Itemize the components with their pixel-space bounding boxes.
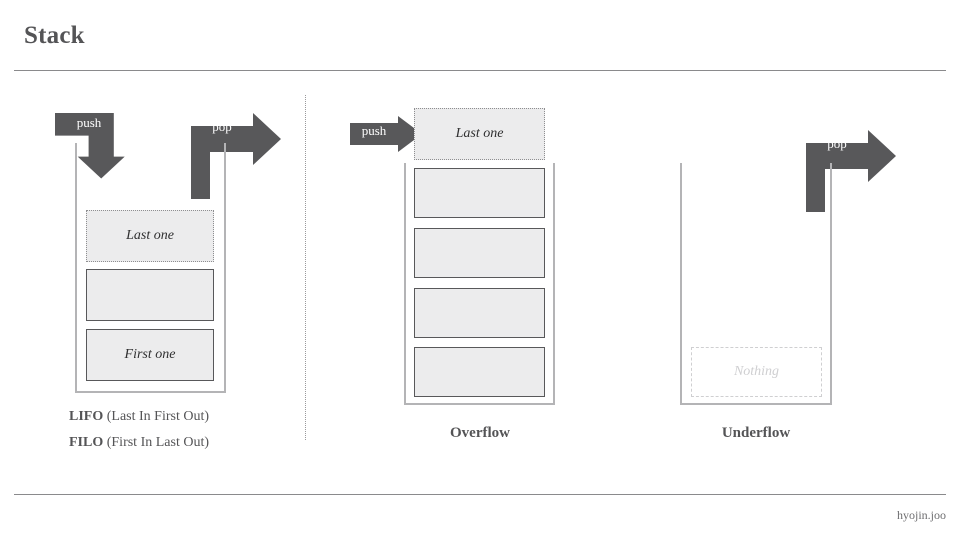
stack-right-wall <box>224 143 226 393</box>
underflow-pop-arrow-up-right-icon <box>806 130 896 212</box>
underflow-left-wall <box>680 163 682 405</box>
stack-cell-middle[interactable] <box>86 269 214 321</box>
stack-cell-bottom-label: First one <box>124 347 176 362</box>
underflow-empty-cell-label: Nothing <box>733 364 780 379</box>
overflow-cell-outside[interactable]: Last one <box>414 108 545 160</box>
overflow-push-arrow-right-icon <box>350 116 422 152</box>
overflow-cell-outside-label: Last one <box>455 126 504 141</box>
overflow-cell-2[interactable] <box>414 228 545 278</box>
note-filo-acronym: FILO <box>69 435 104 450</box>
panel-divider <box>305 95 306 440</box>
underflow-right-wall <box>830 163 832 405</box>
note-lifo: LIFO (Last In First Out) <box>69 409 209 425</box>
stack-bottom-wall <box>75 391 226 393</box>
stack-cell-bottom[interactable]: First one <box>86 329 214 381</box>
note-lifo-acronym: LIFO <box>69 409 104 424</box>
note-filo: FILO (First In Last Out) <box>69 435 209 451</box>
overflow-left-wall <box>404 163 406 405</box>
overflow-cell-4[interactable] <box>414 347 545 397</box>
page-title: Stack <box>24 22 85 49</box>
underflow-empty-cell[interactable]: Nothing <box>691 347 822 397</box>
stack-cell-top-label: Last one <box>126 228 174 243</box>
overflow-right-wall <box>553 163 555 405</box>
note-lifo-expansion: (Last In First Out) <box>106 409 209 424</box>
overflow-caption: Overflow <box>450 425 510 441</box>
overflow-cell-1[interactable] <box>414 168 545 218</box>
footer-attribution: hyojin.joo <box>896 508 946 522</box>
overflow-cell-3[interactable] <box>414 288 545 338</box>
header-divider <box>14 70 946 71</box>
underflow-bottom-wall <box>680 403 832 405</box>
push-arrow-down-icon <box>55 113 125 179</box>
footer-divider <box>14 494 946 495</box>
overflow-bottom-wall <box>404 403 555 405</box>
stack-cell-top[interactable]: Last one <box>86 210 214 262</box>
stack-left-wall <box>75 143 77 393</box>
note-filo-expansion: (First In Last Out) <box>106 435 209 450</box>
underflow-caption: Underflow <box>721 425 791 441</box>
pop-arrow-up-right-icon <box>191 113 281 199</box>
